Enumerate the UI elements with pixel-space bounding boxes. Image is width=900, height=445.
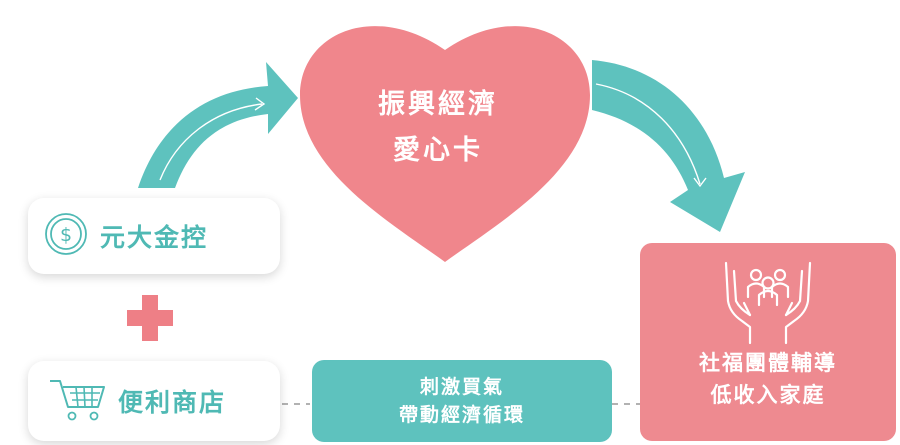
recipient-box: 社福團體輔導 低收入家庭 (640, 243, 896, 441)
recipient-line-2: 低收入家庭 (710, 383, 826, 407)
plus-sign (127, 295, 173, 341)
shopping-cart-icon (48, 375, 108, 427)
store-label: 便利商店 (118, 388, 227, 417)
store-box: 便利商店 (28, 361, 280, 441)
hands-people-icon (720, 257, 816, 349)
recipient-line-1: 社福團體輔導 (699, 351, 837, 375)
heart-line-2: 愛心卡 (393, 135, 483, 166)
left-curved-arrow (138, 62, 298, 188)
dollar-coin-icon: $ (44, 212, 88, 260)
right-curved-arrow (592, 60, 745, 232)
economy-cycle-line-1: 刺激買氣 (419, 376, 504, 398)
svg-text:$: $ (60, 224, 72, 246)
sponsor-box: $ 元大金控 (28, 198, 280, 274)
heart-line-1: 振興經濟 (378, 89, 498, 120)
heart-label: 振興經濟 愛心卡 (318, 82, 558, 174)
recipient-label: 社福團體輔導 低收入家庭 (640, 347, 896, 411)
economy-cycle-line-2: 帶動經濟循環 (398, 404, 525, 426)
sponsor-label: 元大金控 (100, 223, 209, 252)
heart-shape (300, 26, 590, 262)
economy-cycle-box: 刺激買氣 帶動經濟循環 (312, 360, 612, 442)
